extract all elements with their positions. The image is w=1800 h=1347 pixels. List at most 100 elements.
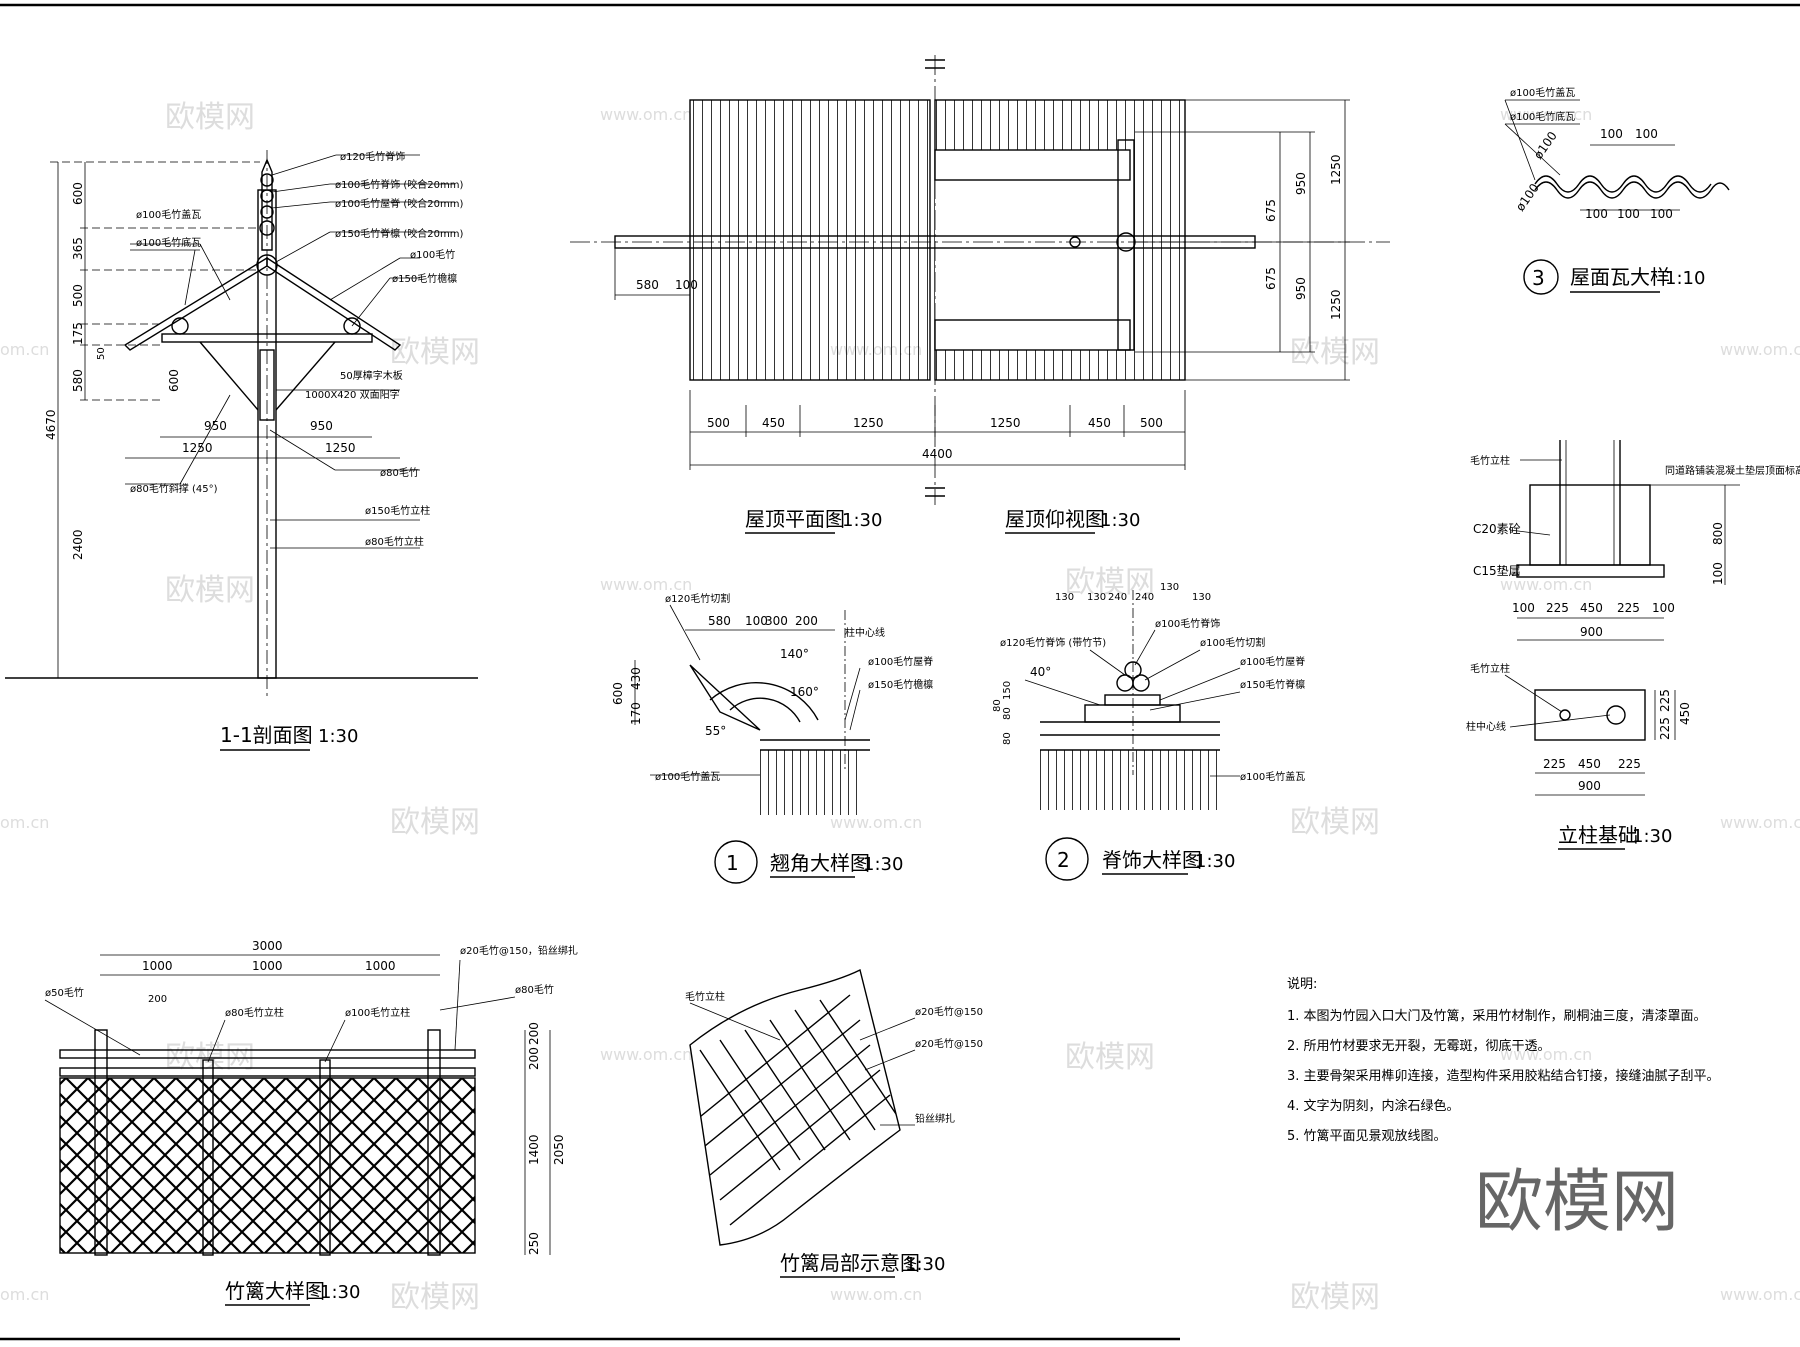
dim-675: 675 (1264, 267, 1278, 290)
angle-140: 140° (780, 647, 809, 661)
detail-index-2: 2 (1057, 848, 1070, 872)
fence-lattice (60, 1078, 475, 1253)
watermark-text: www.om.cn (1720, 1285, 1800, 1304)
label-grade: 同道路铺装混凝土垫层顶面标高 (1665, 464, 1800, 477)
angle-160: 160° (790, 685, 819, 699)
watermark-text: www.om.cn (1500, 575, 1592, 594)
dim-100: 100 (1711, 562, 1725, 585)
label-ridge-ornament-100: ø100毛竹脊饰 (1155, 617, 1220, 630)
footing-c20 (1529, 484, 1651, 566)
watermark-text: om.cn (0, 813, 49, 832)
label-centerline: 柱中心线 (845, 626, 885, 639)
watermark-text: www.om.cn (1500, 1045, 1592, 1064)
roof-plan-scale: 1:30 (842, 510, 882, 531)
dim-1000: 1000 (252, 959, 283, 973)
dim-1250: 1250 (853, 416, 884, 430)
label-ridge-ornament-120: ø120毛竹脊饰 (带竹节) (1000, 636, 1106, 649)
label-bamboo-80: ø80毛竹 (515, 983, 554, 996)
dim-225: 225 (1617, 601, 1640, 615)
tile-detail-title: 屋面瓦大样 (1570, 265, 1670, 289)
dim-4670: 4670 (44, 409, 58, 440)
roof-tiles-left (690, 100, 930, 380)
roof-plan-title: 屋顶平面图 (745, 507, 845, 531)
dim-1250: 1250 (1329, 154, 1343, 185)
label-bamboo-column: 毛竹立柱 (1470, 454, 1510, 467)
dim-900: 900 (1580, 625, 1603, 639)
dim-365: 365 (71, 237, 85, 260)
dim-600: 600 (71, 182, 85, 205)
dim-1250: 1250 (1329, 289, 1343, 320)
footing-c15 (1516, 564, 1665, 578)
section-1-1: 600 365 500 175 580 2400 4670 50 600 950… (5, 150, 478, 751)
footing-plan (1534, 689, 1646, 741)
eave-purlin-left (171, 317, 189, 335)
dim-225: 225 (1658, 717, 1672, 740)
detail-index-circle (1045, 837, 1089, 881)
tile-wave-top (1534, 175, 1712, 193)
label-cut-100: ø100毛竹切割 (1200, 636, 1265, 649)
notes-block: 说明: 1. 本图为竹园入口大门及竹篱，采用竹材制作，刷桐油三度，清漆罩面。 2… (1287, 977, 1720, 1144)
watermark-text: 欧模网 (390, 1280, 480, 1315)
dim-4400: 4400 (922, 447, 953, 461)
label-purlin-150: ø150毛竹檐檩 (868, 678, 933, 691)
dim-80: 80 (1002, 707, 1013, 720)
watermark-text: www.om.cn (830, 1285, 922, 1304)
post-mark (1069, 236, 1081, 248)
partial-boundary (689, 968, 901, 1246)
ridge-detail-title: 脊饰大样图 (1102, 848, 1202, 872)
detail-index-1: 1 (726, 851, 739, 875)
watermark-text: om.cn (0, 340, 49, 359)
dim-2050: 2050 (552, 1134, 566, 1165)
dim-300: 300 (765, 614, 788, 628)
label-ridge-purlin-150: ø150毛竹脊檩 (咬合20mm) (335, 227, 463, 240)
tile-detail-scale: 1:10 (1665, 268, 1705, 289)
watermark-text: 欧模网 (165, 573, 255, 608)
eave-detail-title: 翘角大样图 (770, 851, 870, 875)
dim-200: 200 (527, 1022, 541, 1045)
fence-post-inner (202, 1059, 214, 1256)
fence-detail-scale: 1:30 (320, 1282, 360, 1303)
note-item-1: 1. 本图为竹园入口大门及竹篱，采用竹材制作，刷桐油三度，清漆罩面。 (1287, 1008, 1707, 1024)
watermark-text: om.cn (0, 1285, 49, 1304)
fence-partial-title: 竹篱局部示意图 (780, 1251, 920, 1275)
watermark-text: www.om.cn (600, 1045, 692, 1064)
dim-950: 950 (1294, 172, 1308, 195)
dim-100: 100 (745, 614, 768, 628)
label-bamboo-20-a: ø20毛竹@150 (915, 1005, 983, 1018)
label-cover-tile-100: ø100毛竹盖瓦 (136, 208, 201, 221)
ridge-base (1104, 694, 1161, 706)
dim-130: 130 (1087, 592, 1106, 603)
dim-950: 950 (1294, 277, 1308, 300)
fence-rail (59, 1049, 476, 1059)
tile-detail: ø100毛竹盖瓦 ø100毛竹底瓦 ø100 ø100 100 100 100 … (1504, 86, 1730, 295)
label-cut-120: ø120毛竹切割 (665, 592, 730, 605)
fence-detail-title: 竹篱大样图 (225, 1279, 325, 1303)
eave-detail: ø120毛竹切割 柱中心线 ø100毛竹屋脊 ø150毛竹檐檩 ø100毛竹盖瓦… (611, 592, 933, 884)
ridge-circle (260, 205, 274, 219)
label-column-150: ø150毛竹立柱 (365, 504, 430, 517)
watermark-text: www.om.cn (1720, 340, 1800, 359)
note-item-3: 3. 主要骨架采用榫卯连接，造型构件采用胶粘结合钉接，接缝油腻子刮平。 (1287, 1068, 1720, 1084)
dim-130: 130 (1055, 592, 1074, 603)
label-ridge-100: ø100毛竹屋脊 (1240, 655, 1305, 668)
dim-800: 800 (1711, 522, 1725, 545)
dim-900: 900 (1578, 779, 1601, 793)
brace-right (275, 341, 336, 411)
label-bamboo-20: ø20毛竹@150，铅丝绑扎 (460, 944, 578, 957)
dim-450: 450 (762, 416, 785, 430)
ridge-detail: 130 130 240 240 130 130 80 150 80 80 40°… (992, 582, 1305, 881)
dim-100: 100 (1512, 601, 1535, 615)
eave-detail-scale: 1:30 (863, 854, 903, 875)
label-board-size: 1000X420 双面阳字 (305, 388, 400, 401)
watermark-text: www.om.cn (1720, 813, 1800, 832)
brace-left (199, 341, 259, 411)
label-ridge-100: ø100毛竹屋脊 (868, 655, 933, 668)
tile-wave (1534, 181, 1730, 199)
label-brace-80: ø80毛竹斜撑 (45°) (130, 482, 218, 495)
dim-3000: 3000 (252, 939, 283, 953)
ridge-base (1084, 704, 1181, 723)
dim-130: 130 (1192, 592, 1211, 603)
label-bamboo-50: ø50毛竹 (45, 986, 84, 999)
roof-underside-title: 屋顶仰视图 (1005, 507, 1105, 531)
